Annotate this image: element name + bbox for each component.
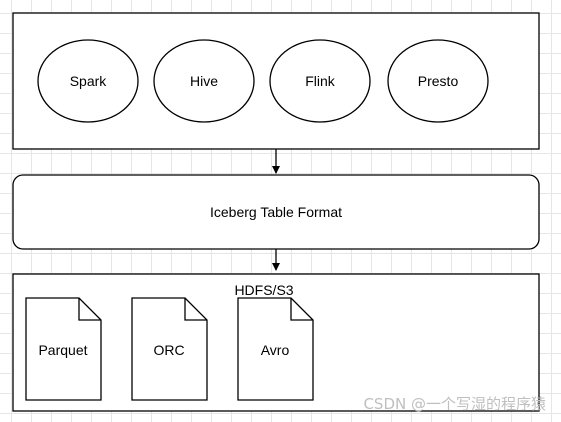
storage-label: HDFS/S3 [234,282,293,298]
table-format-label: Iceberg Table Format [210,204,342,220]
watermark: CSDN @一个写湿的程序猿 [363,395,546,413]
engine-spark: Spark [37,39,139,123]
engine-label: Flink [305,73,336,89]
engine-hive: Hive [153,39,255,123]
page-fold-icon [184,298,207,321]
file-label: Parquet [38,342,87,358]
file-parquet: Parquet [25,297,102,401]
file-label: Avro [261,342,290,358]
engine-ellipse [387,39,489,123]
document-icon [237,297,314,401]
engine-presto: Presto [387,39,489,123]
document-icon [131,297,208,401]
file-orc: ORC [131,297,208,401]
file-avro: Avro [237,297,314,401]
page-fold-icon [290,298,313,321]
page-fold-icon [78,298,101,321]
document-icon [25,297,102,401]
engine-ellipse [153,39,255,123]
engine-flink: Flink [269,39,371,123]
file-label: ORC [153,342,184,358]
engine-label: Hive [190,73,218,89]
engine-ellipse [269,39,371,123]
engine-label: Spark [70,73,108,89]
engine-label: Presto [418,73,459,89]
engine-ellipse [37,39,139,123]
